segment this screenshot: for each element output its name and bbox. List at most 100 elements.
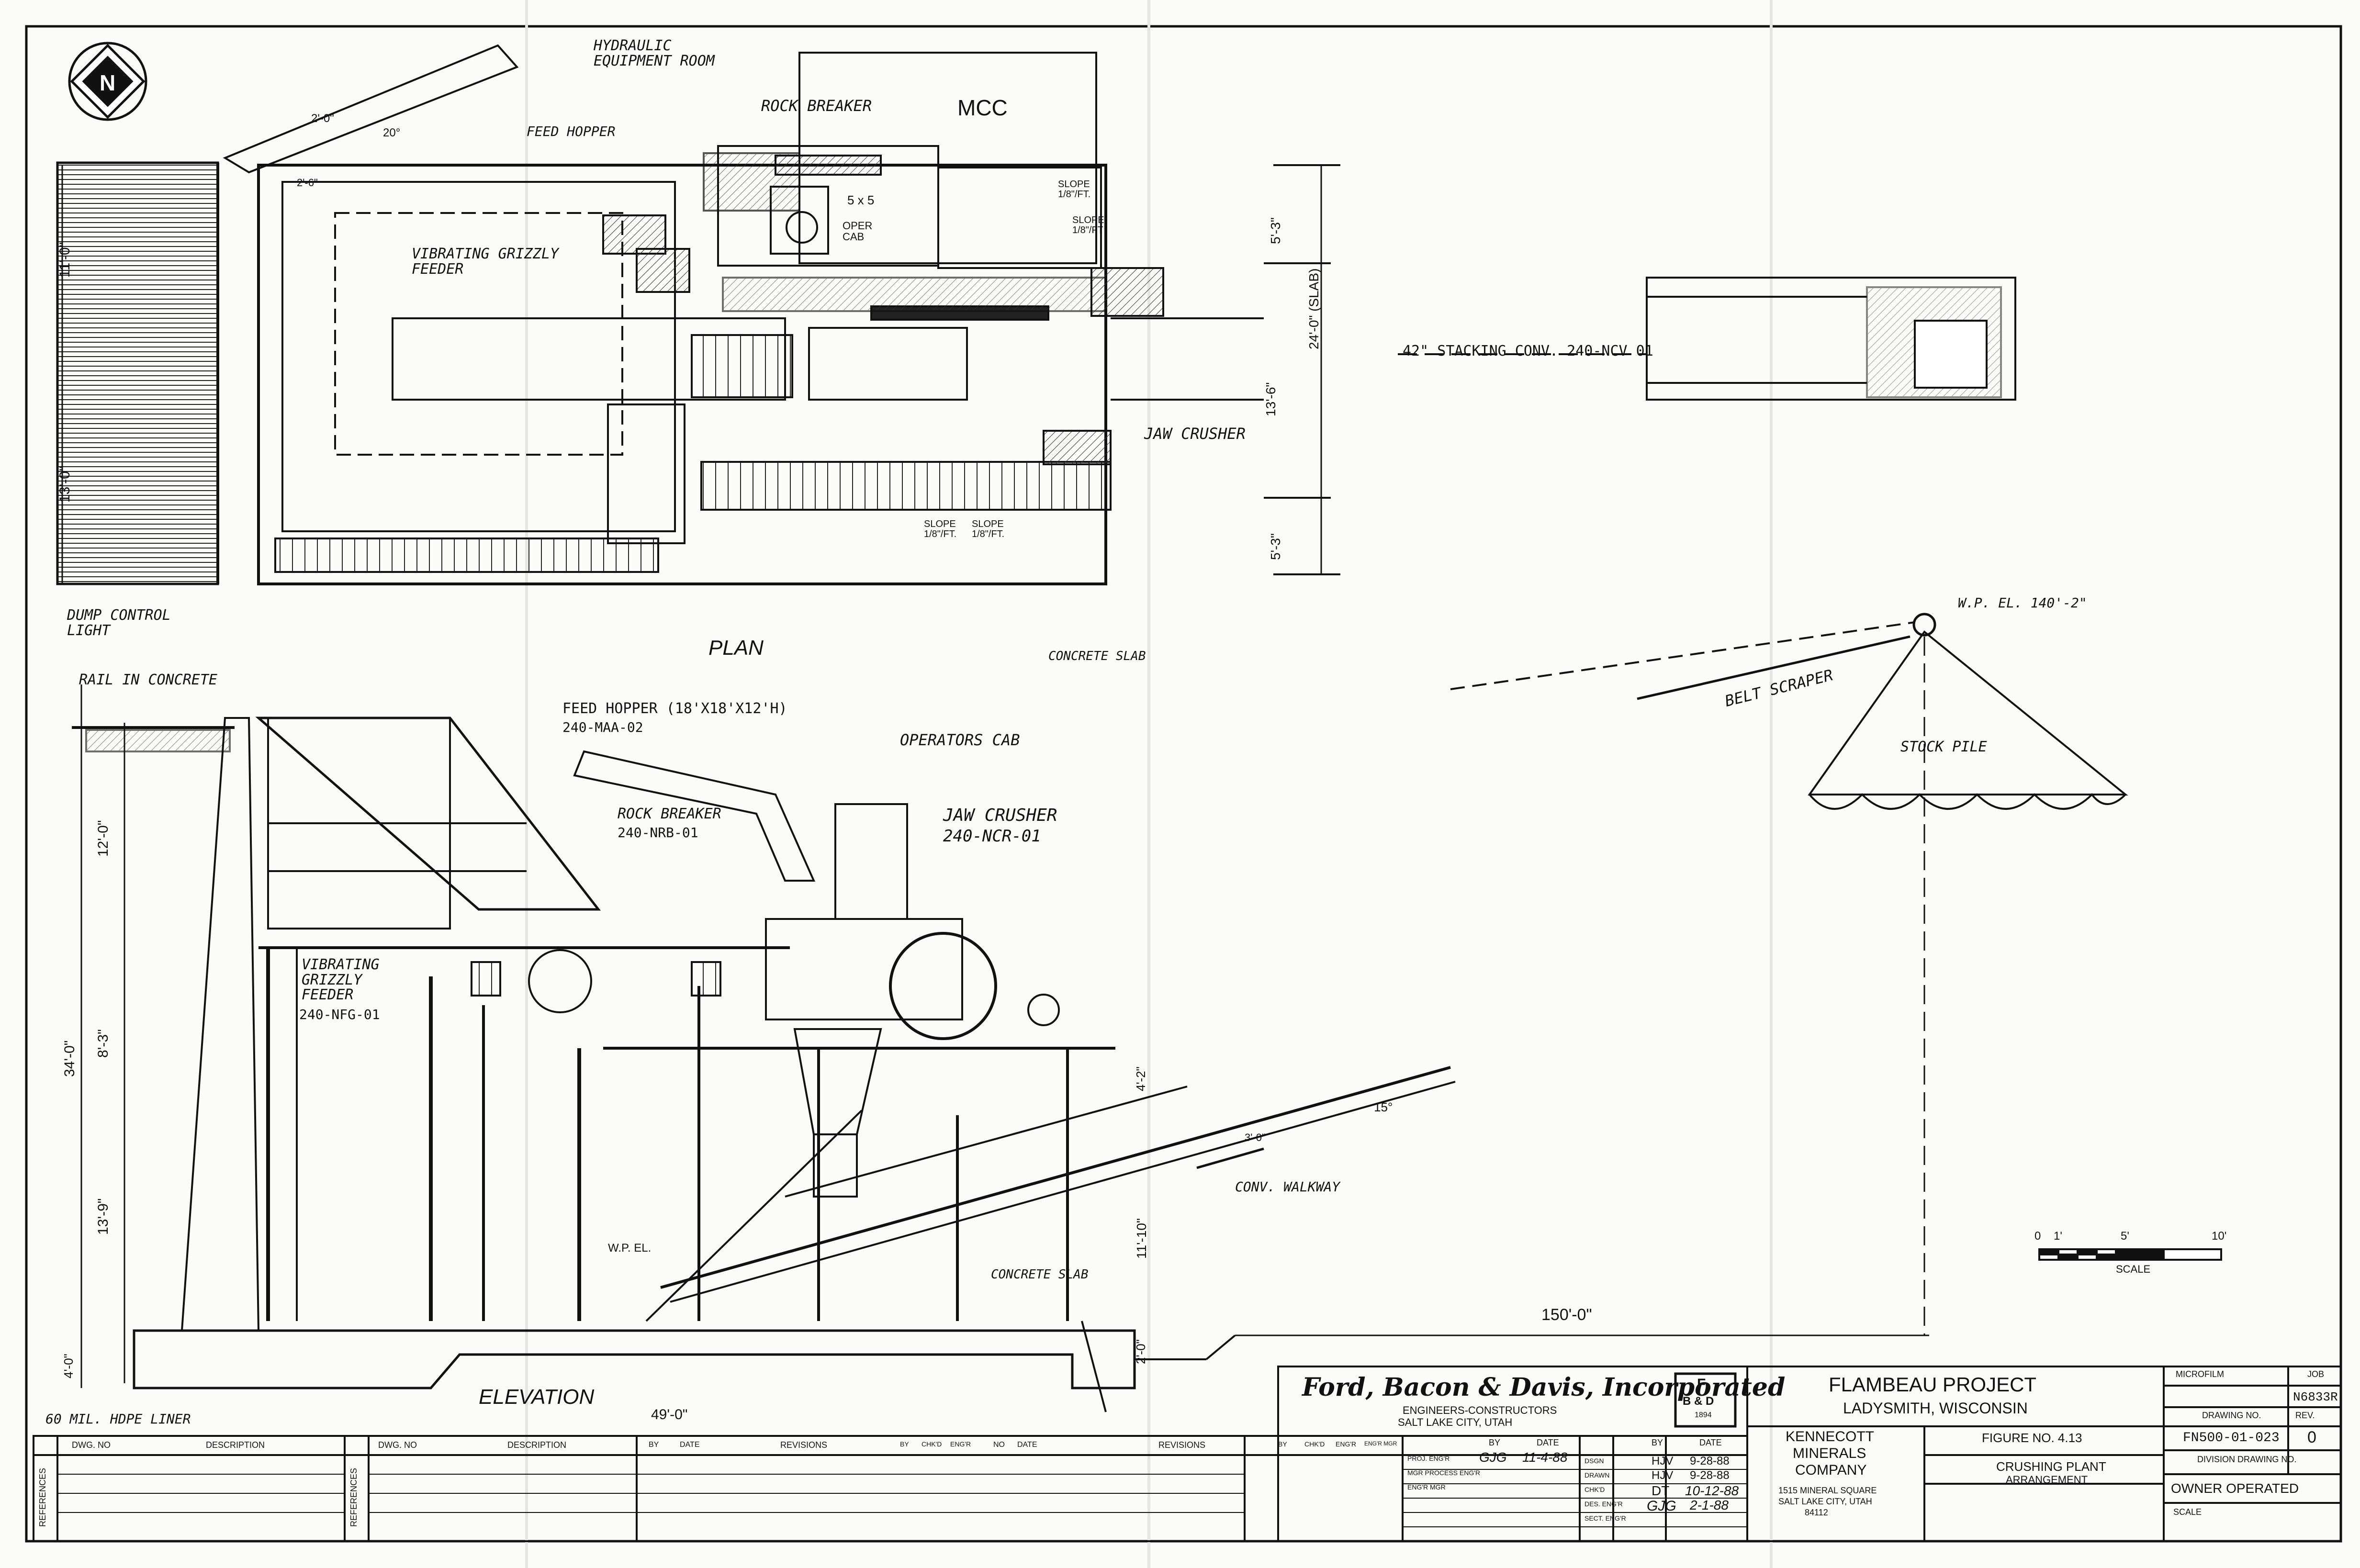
microfilm-label: MICROFILM [2176, 1369, 2224, 1379]
references-label-1: REFERENCES [38, 1467, 47, 1527]
dim-2-6: 2'-6" [297, 177, 318, 189]
check-header-date: DATE [1699, 1438, 1722, 1447]
check-role-3: CHK'D [1585, 1486, 1605, 1493]
dim-11-10: 11'-10" [1134, 1218, 1149, 1259]
dim-3-0: 3'-0" [1245, 1131, 1266, 1143]
dim-4-2: 4'-2" [1134, 1066, 1148, 1091]
scale-field-label: SCALE [2173, 1507, 2202, 1517]
job-label: JOB [2307, 1369, 2325, 1379]
scale-tick-5: 5' [2121, 1230, 2129, 1243]
rev-header-no: NO [993, 1441, 1005, 1449]
title-block [33, 1366, 2342, 1542]
check-header-by: BY [1652, 1438, 1663, 1447]
dim-11-0: 11'-0" [57, 242, 73, 278]
project-location: LADYSMITH, WISCONSIN [1843, 1400, 2028, 1417]
ref-header-desc-2: DESCRIPTION [507, 1440, 567, 1450]
client-addr-2: SALT LAKE CITY, UTAH [1778, 1497, 1872, 1506]
client-addr-3: 84112 [1805, 1508, 1828, 1517]
owner-operated: OWNER OPERATED [2171, 1481, 2299, 1496]
check-role-1: DSGN [1585, 1457, 1604, 1465]
elevation-view [72, 613, 2222, 1412]
seal-mid: B & D [1683, 1395, 1714, 1408]
drawing-no-label: DRAWING NO. [2202, 1411, 2261, 1420]
label-vibrating-grizzly-tag: 240-NFG-01 [299, 1007, 380, 1022]
dim-2-0-plan: 2'-0" [311, 112, 334, 125]
firm-sub-2: SALT LAKE CITY, UTAH [1398, 1416, 1513, 1428]
seal-year: 1894 [1695, 1411, 1712, 1419]
desc-line-1: CRUSHING PLANT [1996, 1459, 2106, 1474]
dim-12-0: 12'-0" [95, 820, 111, 857]
rev-header-engr-mgr: ENG'R MGR [1364, 1440, 1397, 1447]
label-concrete-slab-plan: CONCRETE SLAB [1048, 649, 1146, 663]
figure-no: FIGURE NO. 4.13 [1982, 1431, 2082, 1445]
plan-title: PLAN [708, 636, 764, 660]
label-rail-in-concrete: RAIL IN CONCRETE [79, 672, 217, 688]
dim-5-3-bottom: 5'-3" [1268, 533, 1283, 560]
check-by-4: GJG [1647, 1498, 1676, 1514]
client-addr-1: 1515 MINERAL SQUARE [1778, 1486, 1877, 1495]
label-jaw-crusher-tag: 240-NCR-01 [943, 827, 1041, 846]
scale-bar-graphic [2038, 1248, 2222, 1261]
rev-header-chkd: CHK'D [922, 1440, 942, 1448]
label-wp-el-high: W.P. EL. 140'-2" [1958, 595, 2087, 611]
north-arrow-letter: N [100, 70, 116, 95]
approval-date-1: 11-4-88 [1522, 1450, 1568, 1465]
label-stacking-conveyor: 42" STACKING CONV. 240-NCV 01 [1403, 343, 1653, 359]
check-date-1: 9-28-88 [1690, 1455, 1730, 1467]
check-by-1: HJV [1652, 1455, 1674, 1467]
rev-header-by: BY [649, 1441, 659, 1449]
dim-15deg: 15° [1374, 1100, 1393, 1114]
dim-5-3-top: 5'-3" [1268, 217, 1283, 244]
rev-header-date: DATE [680, 1441, 700, 1449]
label-hdpe-liner: 60 MIL. HDPE LINER [45, 1411, 191, 1427]
rev-header-chkd-2: CHK'D [1304, 1440, 1325, 1448]
check-date-2: 9-28-88 [1690, 1469, 1730, 1482]
scale-tick-1: 1' [2054, 1230, 2062, 1243]
firm-sub-1: ENGINEERS-CONSTRUCTORS [1403, 1404, 1557, 1416]
references-label-2: REFERENCES [349, 1467, 359, 1527]
seal-top: F [1697, 1376, 1706, 1392]
label-wp-el-low: W.P. EL. [608, 1242, 652, 1254]
project-name: FLAMBEAU PROJECT [1829, 1373, 2037, 1396]
rev-header-revisions-2: REVISIONS [1158, 1440, 1206, 1450]
label-mcc: MCC [957, 95, 1008, 120]
approval-header-by: BY [1489, 1438, 1501, 1447]
label-feed-hopper-elev: FEED HOPPER (18'X18'X12'H) [562, 700, 787, 717]
rev-label: REV. [2295, 1411, 2315, 1420]
plan-view [56, 44, 2016, 585]
label-jaw-crusher-plan: JAW CRUSHER [1144, 425, 1246, 443]
approval-role-2: MGR PROCESS ENG'R [1407, 1469, 1481, 1477]
client-line-2: MINERALS [1793, 1445, 1866, 1461]
rev-header-date-2: DATE [1017, 1441, 1037, 1449]
north-arrow-icon [68, 42, 147, 121]
firm-name: Ford, Bacon & Davis, Incorporated [1302, 1373, 1786, 1402]
client-line-1: KENNECOTT [1786, 1429, 1875, 1445]
scale-tick-0: 0 [2034, 1230, 2041, 1243]
dim-8-3: 8'-3" [95, 1029, 111, 1058]
approval-role-3: ENG'R MGR [1407, 1483, 1446, 1491]
client-line-3: COMPANY [1795, 1462, 1867, 1478]
label-stock-pile: STOCK PILE [1900, 739, 1987, 755]
scale-label: SCALE [2116, 1263, 2151, 1275]
rev-header-by-2: BY [900, 1440, 909, 1448]
scale-tick-10: 10' [2212, 1230, 2227, 1243]
border [25, 25, 2342, 1543]
ref-header-dwg-2: DWG. NO [378, 1440, 417, 1450]
dim-49-0: 49'-0" [651, 1407, 688, 1422]
drawing-number: FN500-01-023 [2183, 1431, 2280, 1445]
approval-by-1: GJG [1479, 1450, 1507, 1465]
division-drawing-label: DIVISION DRAWING NO. [2197, 1455, 2297, 1464]
label-rock-breaker-plan: ROCK BREAKER [761, 97, 872, 115]
label-operators-cab: OPERATORS CAB [900, 731, 1020, 749]
check-role-2: DRAWN [1585, 1471, 1610, 1479]
